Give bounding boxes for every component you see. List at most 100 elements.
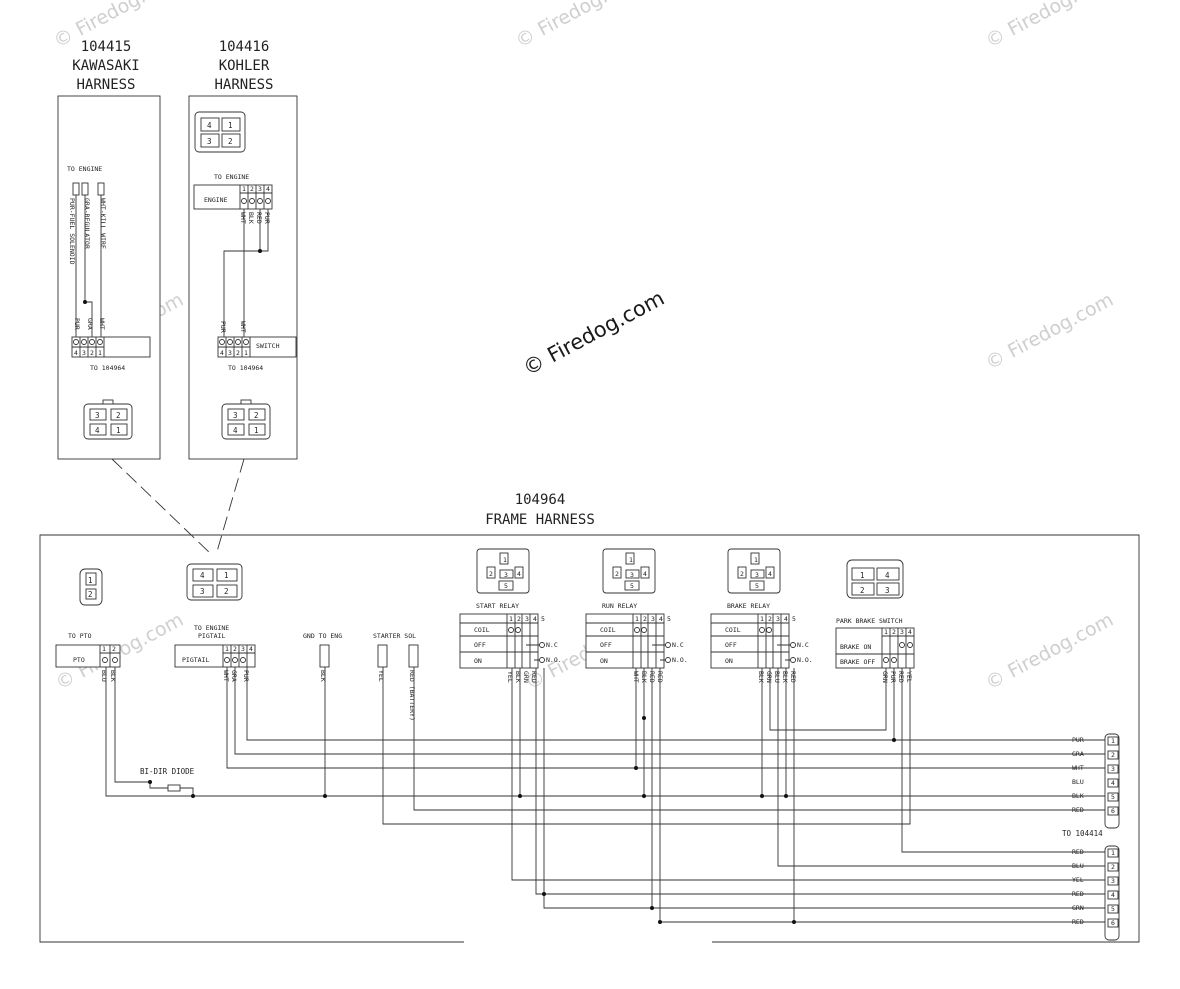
svg-text:4: 4: [74, 349, 78, 357]
wire-label: BLU: [1072, 778, 1084, 786]
svg-text:3: 3: [200, 587, 205, 596]
svg-text:BLU: BLU: [773, 671, 781, 683]
svg-text:6: 6: [1111, 919, 1115, 927]
svg-text:4: 4: [266, 185, 270, 193]
svg-text:2: 2: [643, 615, 647, 623]
svg-text:3: 3: [525, 615, 529, 623]
svg-text:4: 4: [885, 571, 890, 580]
svg-text:5: 5: [630, 582, 634, 590]
svg-text:WHT-KILL WIRE: WHT-KILL WIRE: [99, 198, 107, 249]
relay-title: BRAKE RELAY: [727, 602, 770, 610]
kawasaki-title: KAWASAKI: [72, 58, 139, 74]
svg-text:2: 2: [489, 570, 493, 578]
svg-text:2: 2: [224, 587, 229, 596]
svg-text:TO ENGINE: TO ENGINE: [194, 624, 229, 632]
svg-text:4: 4: [768, 570, 772, 578]
svg-text:5: 5: [1111, 793, 1115, 801]
frame-border: [39, 534, 1140, 943]
kohler-title: HARNESS: [214, 77, 273, 93]
svg-text:BRAKE ON: BRAKE ON: [840, 643, 871, 651]
svg-text:2: 2: [116, 411, 121, 420]
watermark: © Firedog.com: [982, 289, 1117, 375]
svg-text:RED (BATTERY): RED (BATTERY): [408, 670, 416, 721]
wire-label: RED: [1072, 890, 1084, 898]
svg-text:1: 1: [225, 645, 229, 653]
svg-text:BLK: BLK: [514, 671, 522, 683]
svg-text:1: 1: [509, 615, 513, 623]
svg-text:1: 1: [244, 349, 248, 357]
wire-label: BLK: [1072, 792, 1084, 800]
svg-text:STARTER SOL: STARTER SOL: [373, 632, 416, 640]
svg-text:3: 3: [82, 349, 86, 357]
svg-text:3: 3: [233, 411, 238, 420]
svg-text:N.C: N.C: [797, 641, 809, 649]
wire-label: YEL: [1072, 876, 1084, 884]
svg-text:BLK: BLK: [781, 671, 789, 683]
svg-text:5: 5: [541, 615, 545, 623]
svg-text:1: 1: [102, 645, 106, 653]
svg-text:3: 3: [207, 137, 212, 146]
svg-text:2: 2: [90, 349, 94, 357]
svg-text:2: 2: [615, 570, 619, 578]
svg-text:1: 1: [1111, 849, 1115, 857]
kohler-part: 104416: [219, 39, 270, 55]
svg-text:4: 4: [659, 615, 663, 623]
svg-text:3: 3: [228, 349, 232, 357]
svg-text:ON: ON: [600, 657, 608, 665]
svg-text:GRA: GRA: [86, 318, 94, 330]
frame-harness: 104964 FRAME HARNESS 4 1 3 2 1 2 TO PTO …: [39, 492, 1140, 943]
kawasaki-part: 104415: [81, 39, 132, 55]
svg-text:4: 4: [220, 349, 224, 357]
svg-text:YEL: YEL: [506, 671, 514, 683]
svg-text:5: 5: [1111, 905, 1115, 913]
svg-text:BLU: BLU: [100, 670, 108, 682]
kawasaki-to: TO 104964: [90, 364, 125, 372]
svg-text:PUR: PUR: [73, 318, 81, 330]
svg-text:1: 1: [228, 121, 233, 130]
svg-text:RED: RED: [789, 671, 797, 683]
svg-text:4: 4: [784, 615, 788, 623]
svg-text:YEL: YEL: [905, 671, 913, 683]
svg-text:4: 4: [249, 645, 253, 653]
watermark: © Firedog.com: [512, 0, 647, 52]
svg-text:4: 4: [200, 571, 205, 580]
svg-text:2: 2: [112, 645, 116, 653]
svg-text:GRN: GRN: [881, 671, 889, 683]
svg-text:2: 2: [236, 349, 240, 357]
svg-text:2: 2: [860, 586, 865, 595]
svg-text:COIL: COIL: [600, 626, 616, 634]
svg-text:GRA: GRA: [230, 670, 238, 682]
relay-title: START RELAY: [476, 602, 519, 610]
svg-text:RED: RED: [530, 671, 538, 683]
svg-text:4: 4: [533, 615, 537, 623]
svg-text:N.C: N.C: [672, 641, 684, 649]
svg-text:GRN: GRN: [765, 671, 773, 683]
svg-text:YEL: YEL: [377, 670, 385, 682]
svg-text:3: 3: [651, 615, 655, 623]
svg-text:5: 5: [792, 615, 796, 623]
svg-text:2: 2: [517, 615, 521, 623]
svg-text:OFF: OFF: [600, 641, 612, 649]
svg-text:3: 3: [258, 185, 262, 193]
svg-text:3: 3: [1111, 765, 1115, 773]
svg-text:PUR: PUR: [219, 321, 227, 333]
svg-text:SWITCH: SWITCH: [256, 342, 280, 350]
kohler-panel: [188, 95, 298, 460]
svg-text:ON: ON: [474, 657, 482, 665]
svg-text:4: 4: [1111, 891, 1115, 899]
svg-text:WHT: WHT: [222, 670, 230, 682]
svg-text:PIGTAIL: PIGTAIL: [198, 632, 225, 640]
svg-text:4: 4: [207, 121, 212, 130]
kawasaki-harness: 104415 KAWASAKI HARNESS TO ENGINE PUR-FU…: [57, 39, 161, 460]
svg-text:ENGINE: ENGINE: [204, 196, 228, 204]
svg-text:OFF: OFF: [725, 641, 737, 649]
svg-text:N.O.: N.O.: [546, 656, 562, 664]
watermark-main: © Firedog.com: [519, 286, 668, 381]
kawasaki-to-engine: TO ENGINE: [67, 165, 102, 173]
svg-text:4: 4: [1111, 779, 1115, 787]
svg-text:1: 1: [254, 426, 259, 435]
svg-text:PARK BRAKE SWITCH: PARK BRAKE SWITCH: [836, 617, 903, 625]
leader-lines: [111, 458, 245, 556]
